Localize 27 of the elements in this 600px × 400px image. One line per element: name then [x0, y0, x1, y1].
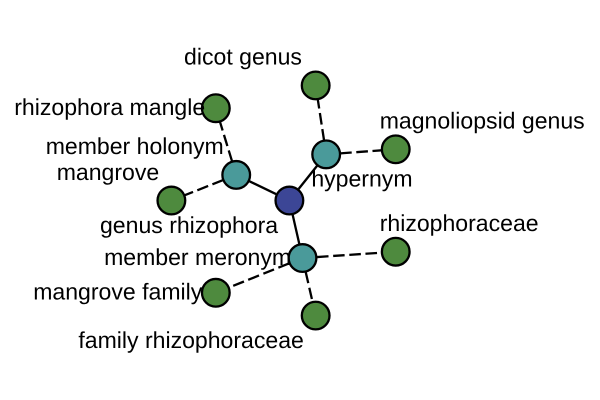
node-circle: [380, 134, 411, 164]
node-circle: [311, 138, 342, 169]
node-label: magnoliopsid genus: [380, 107, 585, 134]
node-label: hypernym: [311, 165, 413, 192]
node-label: mangrove family: [33, 278, 202, 304]
connector: [248, 179, 276, 195]
connector: [218, 120, 234, 162]
node-label: member holonym: [46, 132, 224, 159]
connector: [298, 164, 318, 190]
connector: [184, 178, 224, 196]
connector: [291, 214, 300, 244]
node-circle: [288, 242, 318, 273]
node-circle: [200, 277, 231, 308]
node-label: genus rhizophora: [100, 211, 278, 238]
node-label: family rhizophoraceae: [78, 326, 304, 352]
node-label: mangrove: [56, 158, 160, 184]
node-label: rhizophoraceae: [380, 209, 539, 236]
node-circle: [221, 159, 252, 190]
node-circle: [300, 70, 331, 100]
node-circle: [380, 236, 411, 266]
node-circle: [156, 185, 186, 215]
connector: [340, 148, 382, 154]
node-circle: [300, 300, 331, 330]
connector: [316, 98, 326, 140]
node-circle: [274, 185, 304, 215]
node-label: dicot genus: [184, 43, 302, 70]
connector: [304, 271, 314, 302]
